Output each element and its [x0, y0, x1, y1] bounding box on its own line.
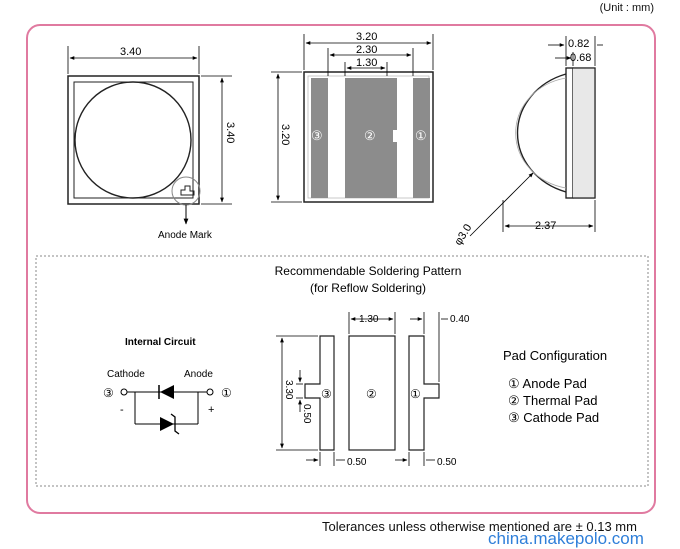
top-height-dim: 3.40: [224, 122, 236, 143]
land-dim-bottom-right: 0.50: [437, 457, 457, 468]
side-view: 0.82 0.68 2.37 φ3.0: [452, 36, 603, 248]
anode-pad-strip: [413, 78, 430, 198]
circuit-plus: +: [208, 404, 214, 416]
internal-circuit: Internal Circuit Cathode Anode ③ ① - +: [103, 337, 232, 435]
pad-config-item: ③ Cathode Pad: [508, 410, 599, 425]
tolerance-note: Tolerances unless otherwise mentioned ar…: [322, 519, 637, 534]
anode-land-pad: [408, 335, 440, 451]
pad-config-title: Pad Configuration: [503, 348, 607, 363]
circuit-left-symbol: ③: [103, 386, 114, 400]
land-pattern: ③ ② ① 1.30 0.40 3.30 0.50 0.50 0.50: [276, 312, 470, 468]
top-view: Anode Mark 3.40 3.40: [67, 46, 236, 241]
anode-mark-label: Anode Mark: [158, 230, 213, 241]
cathode-pad-strip: [311, 78, 328, 198]
land-dim-height: 3.30: [283, 380, 294, 400]
drawing-frame: [26, 24, 656, 514]
cathode-label: Cathode: [107, 369, 145, 380]
bottom-pad-left: ③: [311, 128, 323, 143]
bottom-dim-inner: 1.30: [356, 57, 377, 69]
unit-label: (Unit : mm): [599, 2, 654, 14]
bottom-dim-side: 3.20: [279, 124, 291, 145]
circuit-title: Internal Circuit: [125, 337, 196, 348]
land-dim-width-center: 1.30: [359, 314, 379, 325]
bottom-view: ③ ② ① 3.20 2.30 1.30 3.20: [271, 31, 434, 203]
soldering-subtitle: (for Reflow Soldering): [310, 281, 426, 295]
land-pad-left: ③: [321, 387, 332, 401]
anode-label: Anode: [184, 369, 213, 380]
land-dim-right-gap: 0.40: [450, 314, 470, 325]
circuit-minus: -: [120, 404, 124, 416]
side-dome: [516, 73, 567, 193]
thermal-pad-strip: [345, 78, 397, 198]
bottom-dim-total: 3.20: [356, 31, 377, 43]
cathode-land-pad: [304, 335, 335, 451]
side-dim-top1: 0.82: [568, 38, 589, 50]
land-pad-right: ①: [410, 387, 421, 401]
anode-notch: [180, 185, 195, 196]
soldering-section-box: [35, 255, 649, 487]
bottom-pad-right: ①: [415, 128, 427, 143]
thermal-land-pad: [348, 335, 396, 451]
soldering-title: Recommendable Soldering Pattern: [275, 264, 462, 278]
bottom-dim-middle: 2.30: [356, 44, 377, 56]
zener-diode-symbol: [160, 417, 174, 431]
anode-mark-circle: [171, 176, 201, 206]
top-view-outer: [67, 75, 200, 205]
circuit-right-symbol: ①: [221, 386, 232, 400]
bottom-pad-center: ②: [364, 128, 376, 143]
land-dim-notch: 0.50: [301, 404, 312, 424]
led-diode-symbol: [160, 385, 174, 399]
lens-circle: [74, 81, 192, 199]
pad-config-item: ② Thermal Pad: [508, 393, 597, 408]
pad-configuration: Pad Configuration ① Anode Pad ② Thermal …: [503, 348, 607, 425]
land-pad-center: ②: [366, 387, 377, 401]
side-dim-bottom: 2.37: [535, 220, 556, 232]
pad-config-item: ① Anode Pad: [508, 376, 587, 391]
bottom-view-outline: [303, 71, 434, 203]
top-width-dim: 3.40: [120, 46, 141, 58]
side-body: [565, 67, 596, 199]
side-dim-top2: 0.68: [570, 52, 591, 64]
land-dim-bottom-left: 0.50: [347, 457, 367, 468]
watermark: china.makepolo.com: [488, 529, 644, 548]
